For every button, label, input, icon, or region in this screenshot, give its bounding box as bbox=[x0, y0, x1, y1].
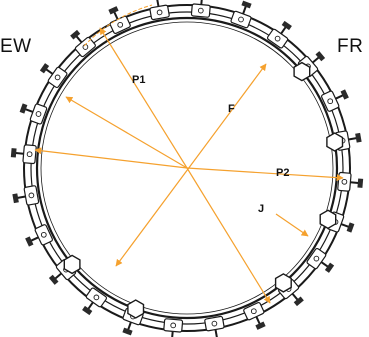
bolt-shaft bbox=[214, 329, 218, 337]
bolt-head bbox=[70, 29, 81, 40]
bolt-shaft bbox=[200, 0, 203, 5]
bolt-shaft bbox=[54, 272, 63, 280]
bolt-head bbox=[315, 51, 326, 62]
housing-hole bbox=[274, 35, 281, 42]
bolt-head bbox=[255, 321, 266, 330]
bolt-head bbox=[25, 236, 34, 247]
bolt-head bbox=[12, 193, 19, 204]
bolt-shaft bbox=[335, 94, 344, 100]
bolt-shaft bbox=[280, 26, 287, 35]
housing-hole bbox=[211, 320, 218, 327]
bolt-housing bbox=[22, 144, 37, 165]
bolt-housing bbox=[266, 28, 289, 49]
bolt-shaft bbox=[320, 261, 329, 268]
hex-lug bbox=[293, 61, 311, 82]
bolt-shaft bbox=[17, 195, 26, 199]
bolt-shaft bbox=[348, 137, 357, 141]
bolt-shaft bbox=[255, 316, 261, 325]
side-label-right: FR bbox=[337, 36, 364, 57]
housing-hole bbox=[170, 322, 177, 329]
bolt-housing bbox=[306, 247, 327, 270]
hex-lug bbox=[63, 254, 81, 275]
bolt-head bbox=[82, 305, 93, 316]
bolt-housing bbox=[337, 171, 352, 192]
bolt-housing bbox=[149, 4, 170, 21]
bolt-head bbox=[39, 63, 50, 74]
bolt-shaft bbox=[113, 11, 119, 20]
bolt-head bbox=[293, 296, 304, 307]
hex-lug bbox=[326, 132, 344, 152]
side-label-left: EW bbox=[0, 36, 32, 57]
bolt-housing bbox=[163, 318, 184, 333]
housing-hole bbox=[40, 231, 47, 238]
bolt-shaft bbox=[291, 292, 299, 301]
arrow-p2-left bbox=[34, 147, 188, 169]
bolt-head bbox=[10, 148, 17, 158]
bolt-shaft bbox=[87, 301, 94, 310]
housing-hole bbox=[93, 294, 100, 301]
label-p1: P1 bbox=[132, 74, 145, 86]
arrow-p2-right bbox=[186, 167, 344, 182]
bolt-shaft bbox=[75, 35, 83, 44]
bolt-head bbox=[355, 132, 362, 143]
hex-lug bbox=[319, 209, 337, 230]
housing-hole bbox=[117, 21, 124, 28]
housing-hole bbox=[28, 192, 35, 199]
label-j: J bbox=[258, 203, 264, 215]
label-p2: P2 bbox=[276, 167, 289, 179]
bolt-housing bbox=[190, 3, 211, 18]
bolt-head bbox=[48, 274, 59, 285]
bolt-ring bbox=[10, 0, 364, 337]
bolt-shaft bbox=[15, 152, 24, 155]
bolt-head bbox=[108, 6, 119, 15]
bolt-housing bbox=[23, 185, 40, 206]
bolt-shaft bbox=[30, 236, 39, 242]
bolt-shaft bbox=[311, 56, 320, 64]
bolt-shaft bbox=[242, 6, 247, 15]
housing-hole bbox=[54, 74, 61, 81]
housing-hole bbox=[35, 111, 42, 117]
bolt-head bbox=[340, 89, 349, 100]
hex-lug bbox=[127, 299, 145, 319]
bolt-housing bbox=[74, 36, 96, 58]
bolt-head bbox=[122, 327, 133, 336]
housing-hole bbox=[197, 7, 204, 14]
bolt-shaft bbox=[171, 331, 174, 337]
bolt-shaft bbox=[127, 321, 132, 330]
bolt-shaft bbox=[350, 181, 359, 184]
bolt-head bbox=[346, 222, 355, 233]
bolt-housing bbox=[204, 315, 225, 332]
hex-lug bbox=[274, 273, 292, 293]
bolt-shaft bbox=[45, 68, 54, 75]
arc-p1 bbox=[83, 4, 153, 47]
bolt-head bbox=[281, 20, 292, 31]
housing-hole bbox=[327, 98, 334, 105]
bolt-head bbox=[357, 178, 364, 188]
housing-hole bbox=[238, 16, 244, 23]
housing-hole bbox=[156, 9, 163, 16]
bolt-head bbox=[324, 262, 335, 273]
bolt-shaft bbox=[156, 0, 160, 7]
bolt-head bbox=[241, 0, 252, 9]
housing-hole bbox=[26, 151, 33, 158]
bolt-housing bbox=[47, 66, 68, 89]
housing-hole bbox=[313, 255, 320, 262]
arrow-f bbox=[115, 63, 267, 267]
arrow-upper-left bbox=[65, 96, 188, 169]
dimension-arrows bbox=[34, 4, 344, 304]
arrow-j bbox=[275, 213, 309, 237]
label-f: F bbox=[228, 103, 235, 115]
arrow-p1 bbox=[99, 27, 188, 169]
housing-hole bbox=[341, 178, 348, 185]
bolt-head bbox=[19, 103, 28, 114]
bolt-shaft bbox=[340, 223, 349, 228]
bolt-shaft bbox=[25, 108, 34, 113]
housing-hole bbox=[250, 308, 257, 315]
ring-body bbox=[23, 4, 351, 332]
arrow-lower-right bbox=[186, 167, 271, 304]
bolt-housing bbox=[85, 287, 108, 308]
